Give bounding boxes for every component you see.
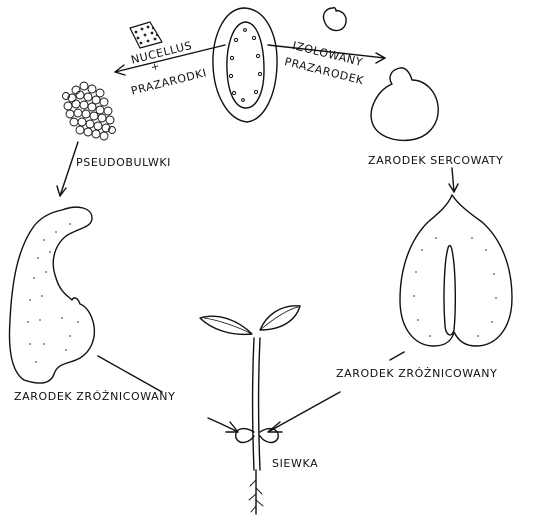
arrow-to-pseudobulb xyxy=(57,142,78,196)
label-siewka: SIEWKA xyxy=(272,458,318,469)
pseudobulb-drawing xyxy=(10,207,95,383)
arrow-to-heart-embryo xyxy=(449,168,458,192)
heart-embryo-drawing xyxy=(400,195,512,346)
label-pseudobulwki: PSEUDOBULWKI xyxy=(76,157,171,168)
nucellus-fragment-drawing xyxy=(130,22,162,48)
label-zarodek-zroznicowany-left: ZARODEK ZRÓŻNICOWANY xyxy=(14,391,175,402)
cell-cluster-drawing xyxy=(63,82,116,140)
label-zarodek-sercowaty: ZARODEK SERCOWATY xyxy=(368,155,503,166)
ovule-drawing xyxy=(213,8,277,122)
arrow-right-to-seedling xyxy=(268,352,404,432)
seedling-drawing xyxy=(200,306,300,514)
small-proembryo-drawing xyxy=(323,8,346,31)
isolated-proembryo-drawing xyxy=(371,68,438,140)
label-zarodek-zroznicowany-right: ZARODEK ZRÓŻNICOWANY xyxy=(336,368,497,379)
